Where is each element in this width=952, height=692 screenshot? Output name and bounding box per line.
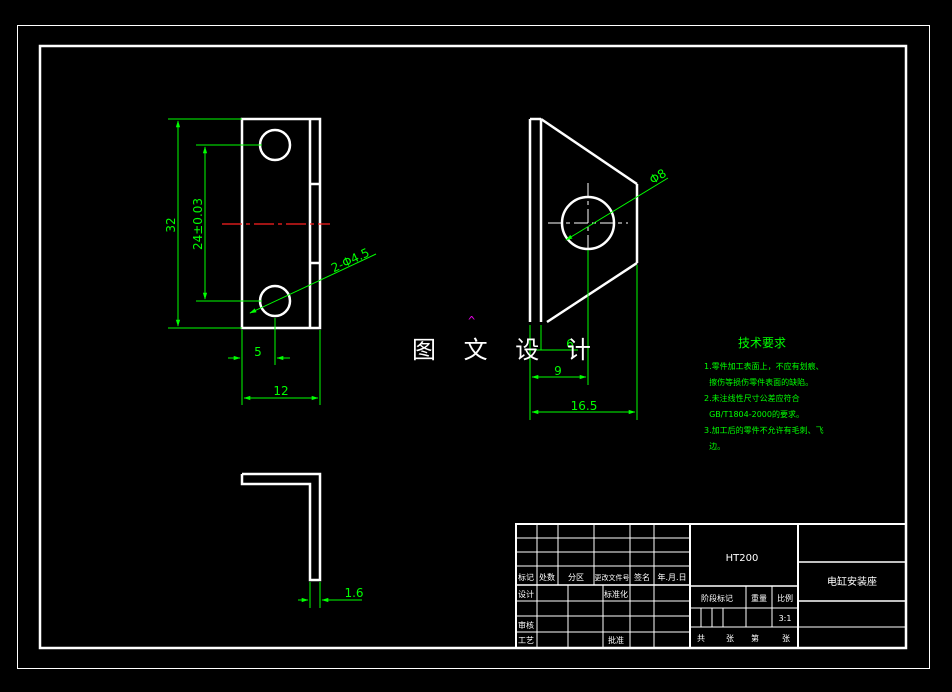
tech-req-title: 技术要求 xyxy=(738,336,786,350)
dim-9: 9 xyxy=(554,364,562,378)
tech-req-line-5: 3.加工后的零件不允许有毛刺、飞 xyxy=(704,425,824,435)
front-dimensions xyxy=(168,118,377,405)
dim-2-phi-4-5: 2-Φ4.5 xyxy=(329,245,372,275)
tb-weight: 重量 xyxy=(751,593,767,603)
tb-review: 审核 xyxy=(518,620,534,630)
title-block-text: 标记 处数 分区 更改文件号 签名 年.月.日 设计 标准化 审核 工艺 批准 … xyxy=(518,553,877,645)
tech-req-line-4: GB/T1804-2000的要求。 xyxy=(704,409,804,419)
watermark: 图 文 设 计 xyxy=(412,336,601,364)
tb-sheets-label: 张 xyxy=(726,634,734,643)
cursor-marker: ^ xyxy=(468,314,476,328)
tech-req-line-3: 2.未注线性尺寸公差应符合 xyxy=(704,393,800,403)
dim-1-6: 1.6 xyxy=(344,586,363,600)
tb-scale-value: 3:1 xyxy=(779,614,792,623)
tb-col-marker: 标记 xyxy=(518,572,534,582)
tb-sheet-label: 张 xyxy=(782,634,790,643)
dim-16-5: 16.5 xyxy=(571,399,598,413)
tb-part-name: 电缸安装座 xyxy=(827,575,877,588)
side-view xyxy=(528,117,639,324)
tb-sheet-no: 第 xyxy=(751,633,759,643)
dim-12: 12 xyxy=(273,384,288,398)
outer-border xyxy=(17,25,930,669)
tb-col-count: 处数 xyxy=(539,572,555,582)
tb-material: HT200 xyxy=(726,553,759,564)
dim-6: 6 xyxy=(566,337,574,351)
tech-req-line-6: 边。 xyxy=(704,441,725,451)
tb-col-date: 年.月.日 xyxy=(657,572,686,582)
top-dimensions xyxy=(298,582,362,608)
dim-24: 24±0.03 xyxy=(191,198,205,250)
tech-req-line-2: 擦伤等损伤零件表面的缺陷。 xyxy=(704,377,813,387)
tb-col-change-doc: 更改文件号 xyxy=(595,573,630,582)
title-block xyxy=(515,523,907,649)
dim-phi-8: Φ8 xyxy=(647,166,669,187)
side-centerlines xyxy=(548,183,628,262)
hole-top xyxy=(258,128,292,162)
tb-approve: 批准 xyxy=(608,635,624,645)
tb-design: 设计 xyxy=(518,589,534,599)
tb-scale: 比例 xyxy=(777,593,793,603)
tech-requirements: 技术要求 1.零件加工表面上，不应有划痕、 擦伤等损伤零件表面的缺陷。 2.未注… xyxy=(704,336,824,451)
dim-32: 32 xyxy=(164,217,178,232)
tb-standardize: 标准化 xyxy=(604,589,628,599)
dim-5: 5 xyxy=(254,345,262,359)
top-view xyxy=(240,472,322,582)
tech-req-line-1: 1.零件加工表面上，不应有划痕、 xyxy=(704,361,824,371)
inner-border xyxy=(38,44,908,650)
tb-col-zone: 分区 xyxy=(568,573,584,582)
tb-sheets-total: 共 xyxy=(697,634,705,643)
side-dimensions xyxy=(529,177,669,420)
tb-process: 工艺 xyxy=(518,636,534,645)
tb-col-sign: 签名 xyxy=(634,572,650,582)
tb-stage-mark: 阶段标记 xyxy=(701,593,733,603)
